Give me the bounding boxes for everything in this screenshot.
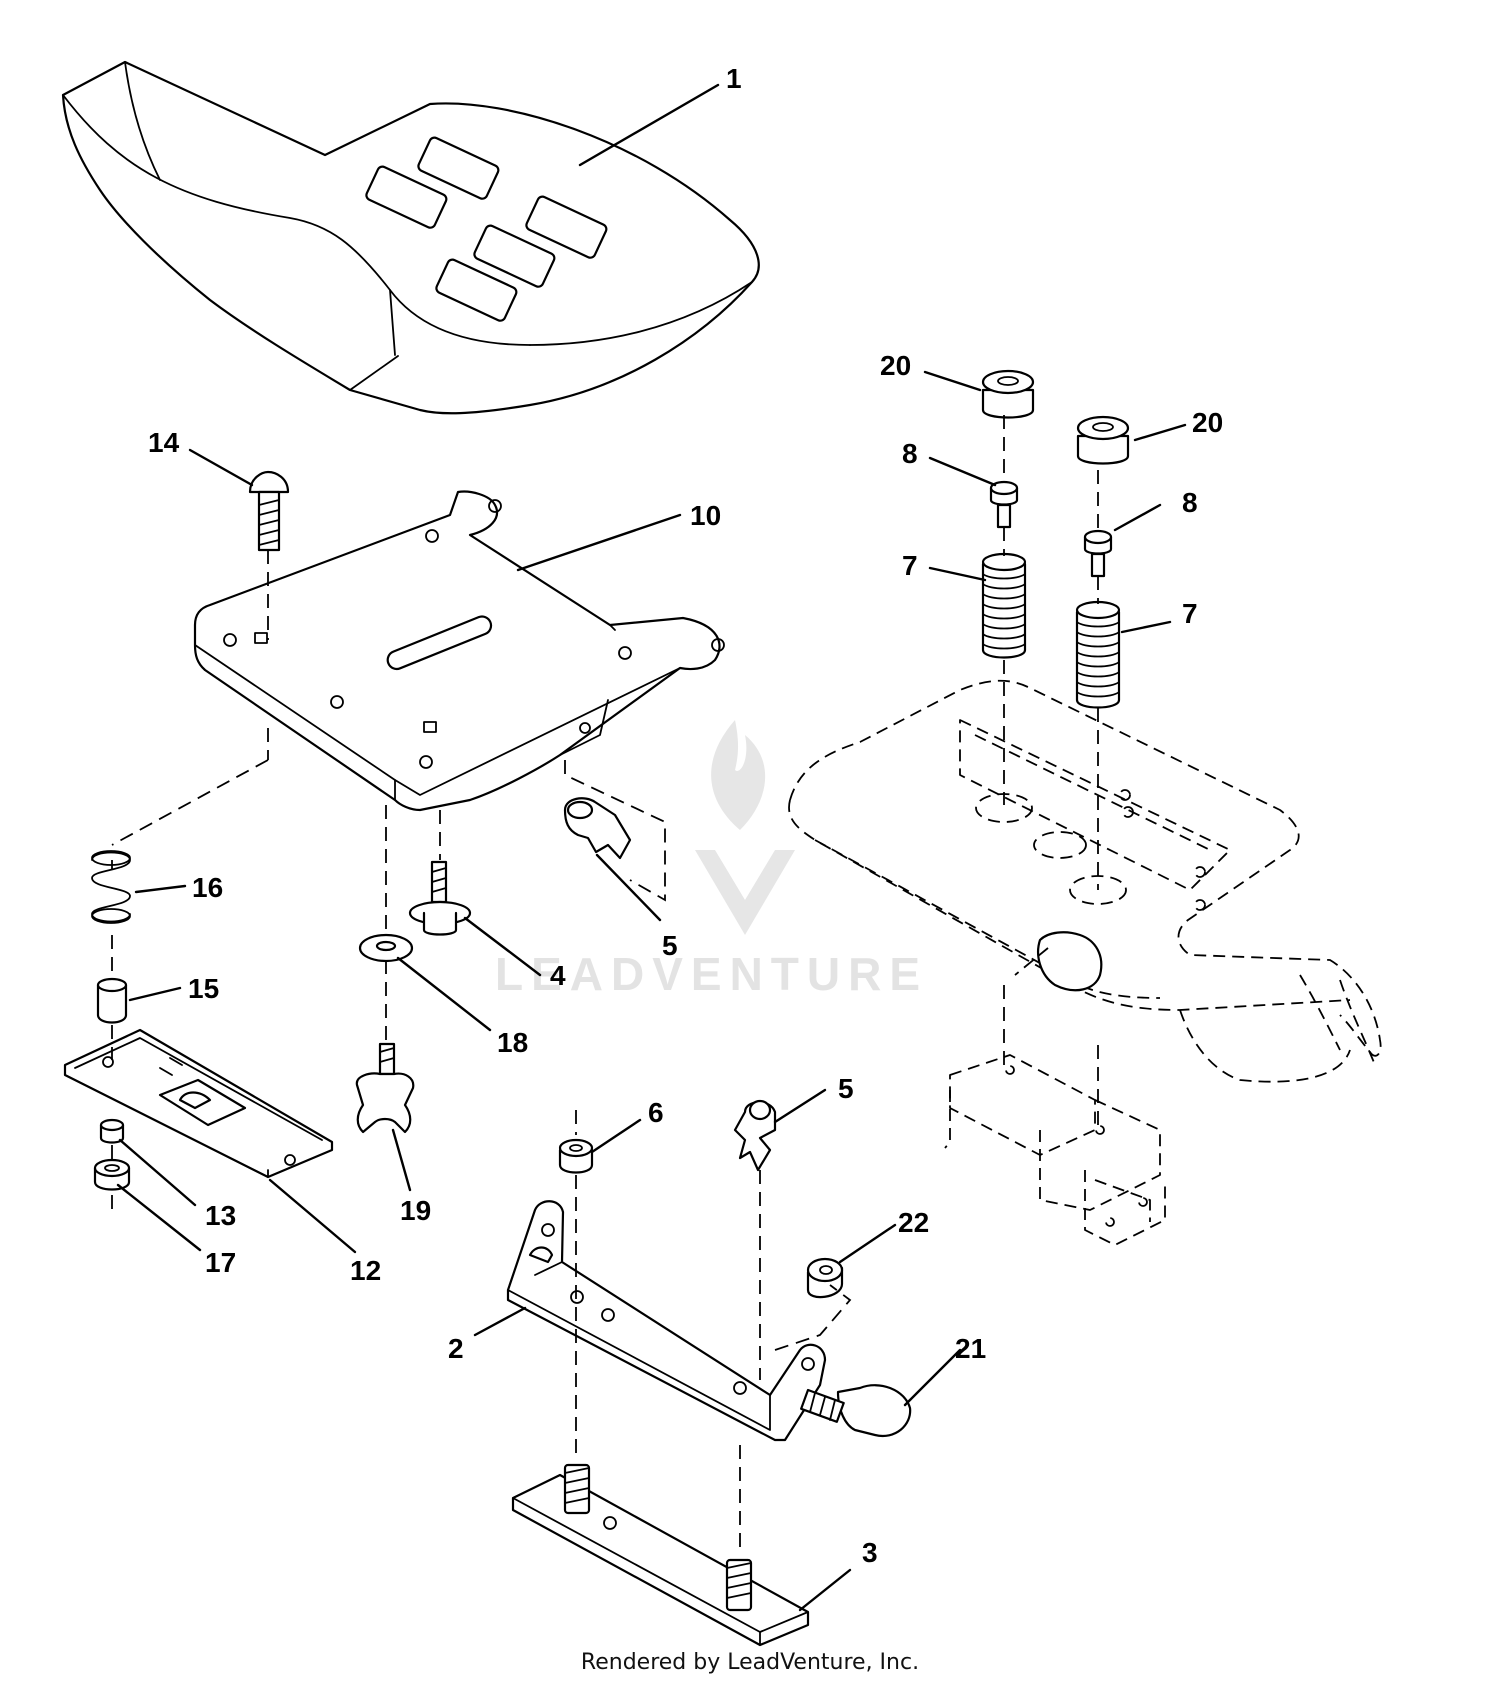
- callout-17: 17: [205, 1247, 236, 1278]
- part-shoulder-bolt-right[interactable]: [800, 1384, 912, 1438]
- callout-7a: 7: [902, 550, 918, 581]
- callout-15: 15: [188, 973, 219, 1004]
- part-spacer[interactable]: [96, 977, 128, 1024]
- callout-8b: 8: [1182, 487, 1198, 518]
- part-pivot-bracket[interactable]: [506, 1200, 827, 1442]
- callout-20b: 20: [1192, 407, 1223, 438]
- callout-16: 16: [192, 872, 223, 903]
- callout-5a: 5: [662, 930, 678, 961]
- callout-10: 10: [690, 500, 721, 531]
- part-seat-pan[interactable]: [193, 490, 725, 812]
- callout-labels: 1 2 3 4 5 5 6 7 7 8 8 10 12 13 14 15 16 …: [148, 63, 1223, 1568]
- callout-22: 22: [898, 1207, 929, 1238]
- fender-chassis-reference: [788, 679, 1382, 1246]
- callout-19: 19: [400, 1195, 431, 1226]
- callout-21: 21: [955, 1333, 986, 1364]
- watermark-text: LEADVENTURE: [495, 948, 928, 1000]
- callout-2: 2: [448, 1333, 464, 1364]
- callout-20a: 20: [880, 350, 911, 381]
- leadventure-watermark: LEADVENTURE: [495, 720, 928, 1000]
- part-spacer-upper-right[interactable]: [1076, 415, 1130, 465]
- callout-14: 14: [148, 427, 180, 458]
- part-screw-right[interactable]: [1083, 529, 1113, 578]
- callout-7b: 7: [1182, 598, 1198, 629]
- part-spring-left[interactable]: [981, 552, 1027, 659]
- callout-5b: 5: [838, 1073, 854, 1104]
- part-carriage-bolt[interactable]: [248, 470, 290, 552]
- part-lock-nut[interactable]: [558, 1138, 594, 1174]
- callout-1: 1: [726, 63, 742, 94]
- part-spring-small[interactable]: [91, 850, 131, 924]
- part-seat[interactable]: [61, 60, 760, 415]
- leader-lines: [116, 83, 1187, 1612]
- callout-4: 4: [550, 960, 566, 991]
- callout-13: 13: [205, 1200, 236, 1231]
- part-flange-nut[interactable]: [99, 1118, 125, 1144]
- part-shoulder-bolt[interactable]: [408, 860, 472, 936]
- part-spacer-upper-left[interactable]: [981, 369, 1035, 419]
- callout-8a: 8: [902, 438, 918, 469]
- part-base-plate[interactable]: [511, 1463, 810, 1647]
- part-adjuster-bracket[interactable]: [63, 1028, 334, 1179]
- callout-12: 12: [350, 1255, 381, 1286]
- callout-3: 3: [862, 1537, 878, 1568]
- callout-6: 6: [648, 1097, 664, 1128]
- part-hex-nut[interactable]: [93, 1158, 131, 1191]
- part-hex-nut-right[interactable]: [806, 1257, 844, 1299]
- part-knob[interactable]: [355, 1042, 415, 1134]
- part-washer[interactable]: [358, 933, 414, 963]
- callout-18: 18: [497, 1027, 528, 1058]
- part-push-clip-upper[interactable]: [563, 797, 632, 860]
- part-spring-right[interactable]: [1075, 600, 1121, 709]
- part-push-clip-lower[interactable]: [733, 1099, 777, 1172]
- part-screw-left[interactable]: [989, 480, 1019, 529]
- assembly-lines: [111, 415, 1099, 1555]
- footer-credit: Rendered by LeadVenture, Inc.: [580, 1650, 920, 1675]
